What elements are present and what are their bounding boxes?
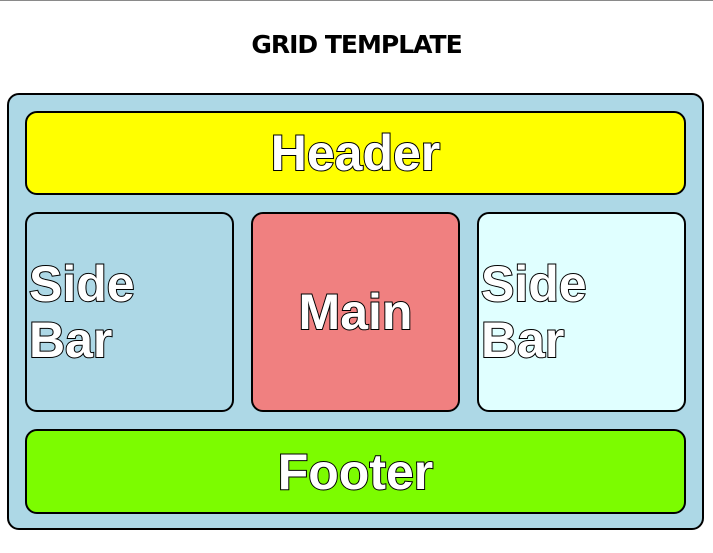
page-title: GRID TEMPLATE <box>251 30 462 59</box>
grid-main: Main <box>251 212 460 412</box>
grid-sidebar-right-label: Side Bar <box>480 255 588 369</box>
grid-footer-label: Footer <box>277 443 435 501</box>
grid-main-label: Main <box>298 283 414 341</box>
grid-header-label: Header <box>270 124 442 182</box>
grid-header: Header <box>25 111 686 195</box>
top-divider <box>0 0 713 1</box>
grid-footer: Footer <box>25 429 686 514</box>
grid-sidebar-left: Side Bar <box>25 212 234 412</box>
grid-sidebar-left-label: Side Bar <box>28 255 136 369</box>
grid-sidebar-right: Side Bar <box>477 212 686 412</box>
grid-container: Header Side Bar Main Side Bar Footer <box>7 93 704 530</box>
